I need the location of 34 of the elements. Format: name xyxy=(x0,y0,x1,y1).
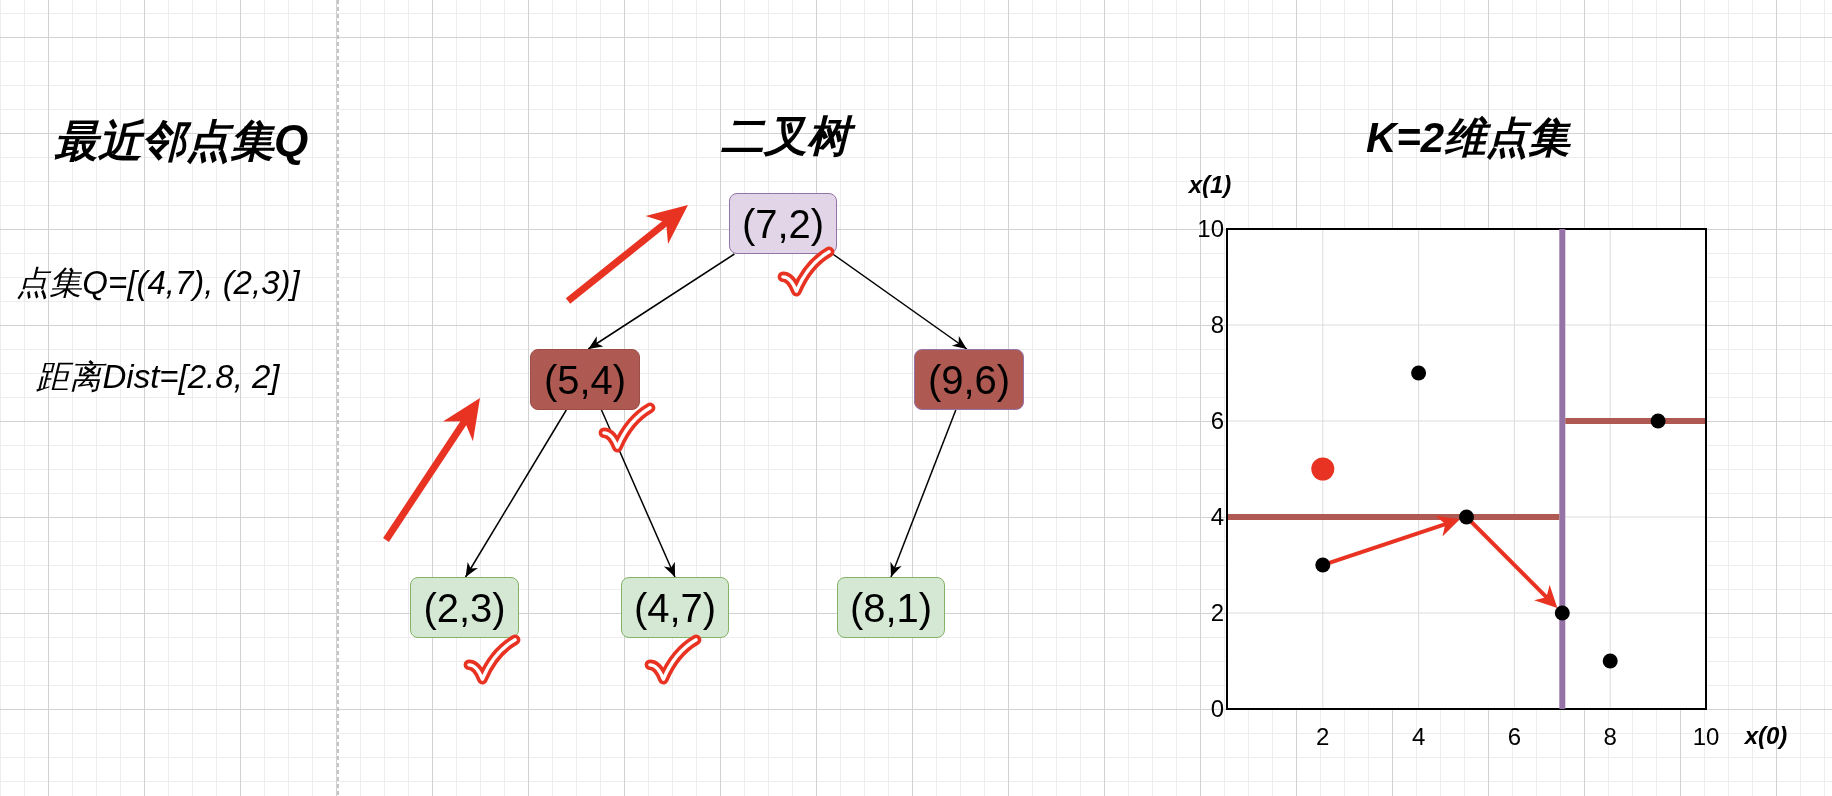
panel-title: 最近邻点集Q xyxy=(52,114,310,167)
axis-title: x(1) xyxy=(1187,170,1233,200)
tree-node xyxy=(621,577,729,638)
node-label: (4,7) xyxy=(633,585,717,630)
node-label: (9,6) xyxy=(927,357,1011,402)
tick-label: 8 xyxy=(1603,722,1617,752)
tree-node xyxy=(914,349,1024,410)
axis-title: x(0) xyxy=(1743,721,1789,751)
tick-label: 4 xyxy=(1411,722,1426,752)
tree-node xyxy=(530,349,640,410)
arrow xyxy=(890,409,957,578)
node-label: (5,4) xyxy=(543,357,627,402)
tree-node xyxy=(410,577,519,638)
tick-label: 6 xyxy=(1210,406,1224,436)
tick-label: 2 xyxy=(1316,722,1330,752)
formula-text: 点集Q=[(4,7), (2,3)] xyxy=(15,263,302,304)
tick-label: 8 xyxy=(1210,310,1224,340)
arrow xyxy=(587,253,736,350)
chart-title: K=2维点集 xyxy=(1364,112,1572,163)
tree-node xyxy=(837,577,945,638)
tree-node xyxy=(729,193,837,254)
tick-label: 10 xyxy=(1692,722,1720,752)
arrow xyxy=(464,409,568,578)
tick-label: 0 xyxy=(1210,694,1224,724)
node-label: (2,3) xyxy=(423,585,506,630)
node-label: (7,2) xyxy=(741,201,825,246)
formula-text: 距离Dist=[2.8, 2] xyxy=(35,357,281,398)
tick-label: 4 xyxy=(1210,502,1224,532)
arrow xyxy=(831,253,968,350)
tick-label: 2 xyxy=(1210,598,1224,628)
panel-title: 二叉树 xyxy=(716,110,858,164)
tick-label: 6 xyxy=(1507,722,1522,752)
tick-label: 10 xyxy=(1197,214,1224,244)
node-label: (8,1) xyxy=(849,585,933,630)
